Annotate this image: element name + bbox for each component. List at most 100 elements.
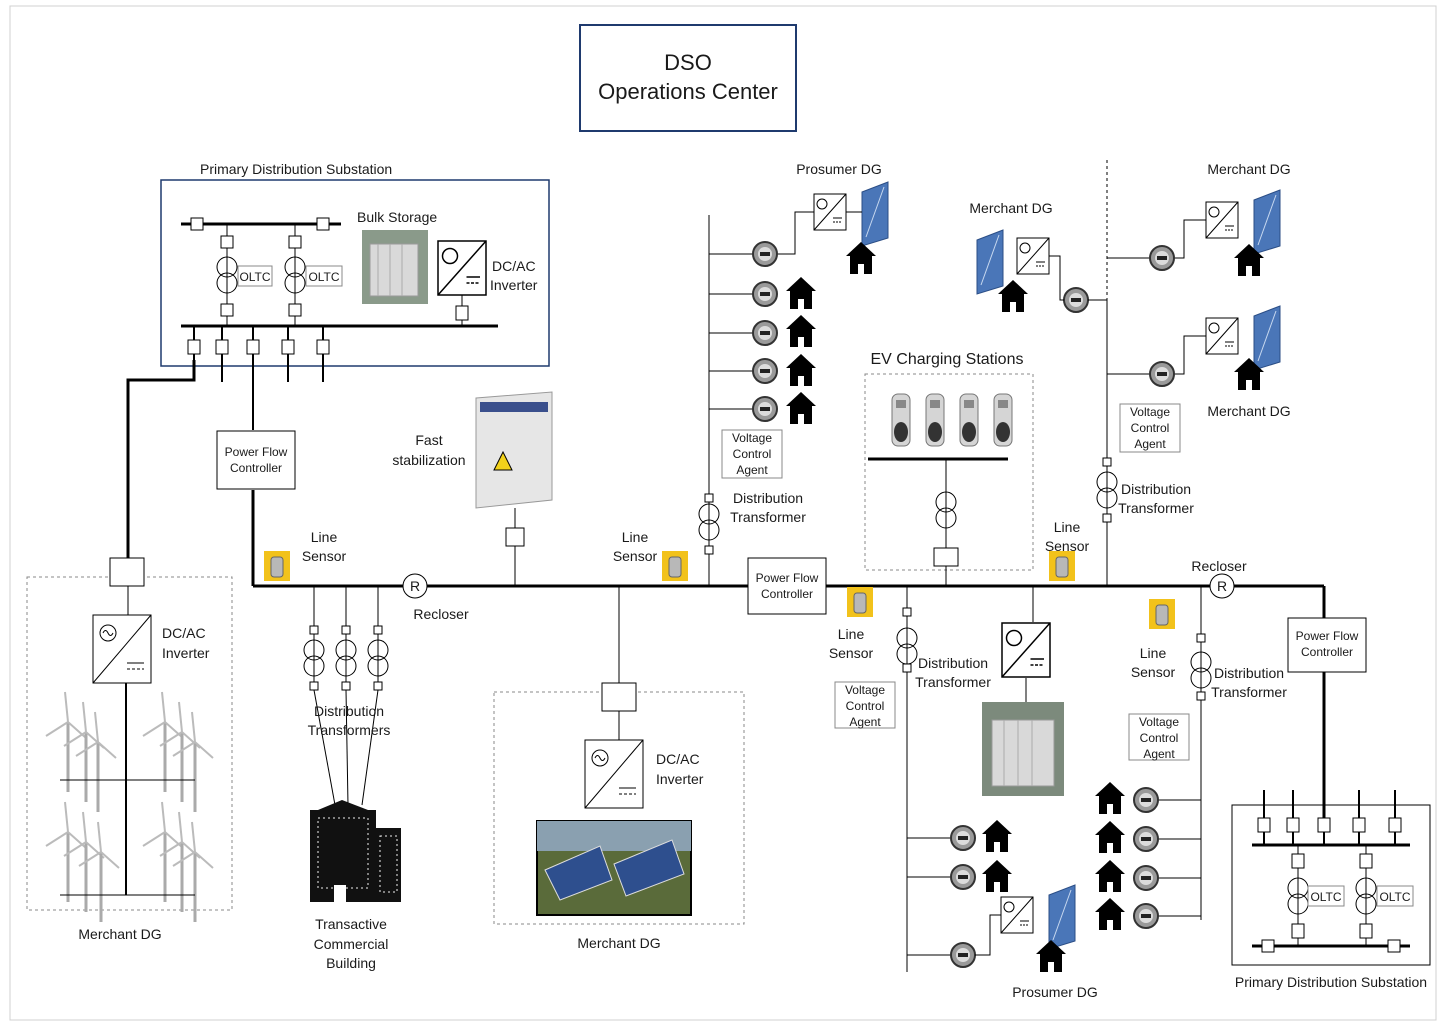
dcac-label: DC/AC [656,751,700,767]
dist-transformer-label: Distribution [1121,481,1191,497]
oltc-label: OLTC [239,270,270,284]
smart-meter-icon [950,942,976,968]
power-flow-controller-2: Power Flow Controller [747,557,827,615]
smart-meter-icon [950,864,976,890]
tcb-label: Commercial [314,936,389,952]
feeder-storage [982,586,1064,796]
house-icon [786,392,816,424]
line-sensor-label: Line [622,529,649,545]
smart-meter-icon [1149,245,1175,271]
inverter-icon [437,240,487,296]
bulk-storage-image [362,230,428,304]
ev-charger-icon [925,393,945,447]
line-sensor-icon [1048,550,1076,582]
wind-turbine-icon [171,710,215,814]
merchant-dg-label: Merchant DG [969,200,1052,216]
wind-turbine-icon [141,690,185,794]
dist-transformer-label: Distribution [733,490,803,506]
pfc-label: Controller [230,461,282,475]
vca-label: Voltage [845,683,885,697]
wind-turbine-icon [44,800,88,904]
recloser-symbol: R [1217,578,1227,594]
dso-operations-center: DSO Operations Center [579,24,797,132]
smart-meter-icon [752,320,778,346]
inverter-label: Inverter [490,277,538,293]
smart-meter-icon [752,241,778,267]
dist-transformer-label: Distribution [1214,665,1284,681]
smart-meter-icon [752,396,778,422]
smart-meter-icon [1133,826,1159,852]
inverter-icon [813,193,847,231]
house-icon [1095,821,1125,853]
power-flow-controller-1: Power Flow Controller [216,430,296,490]
feeder-to-wind [126,360,196,558]
inverter-icon [584,739,644,809]
ev-charger-icon [993,393,1013,447]
vca-label: Control [1140,731,1179,745]
primary-substation-top: Primary Distribution Substation OLTC OLT… [160,161,550,382]
vca-label: Agent [1143,747,1175,761]
dist-transformer-label: Transformer [1211,684,1287,700]
ev-charging-stations: EV Charging Stations [864,351,1034,586]
merchant-dg-label: Merchant DG [1207,403,1290,419]
dcac-label: DC/AC [162,625,206,641]
oltc-label: OLTC [308,270,339,284]
smart-meter-icon [752,358,778,384]
solar-merchant-dg: DC/AC Inverter Merchant DG [493,586,745,951]
house-icon [1095,782,1125,814]
ev-charger-icon [891,393,911,447]
vca-label: Voltage [1130,405,1170,419]
inverter-icon [92,614,152,684]
primary-substation-bottom: OLTC OLTC Primary Distribution Substatio… [1231,790,1431,990]
house-icon [786,277,816,309]
vca-label: Control [733,447,772,461]
wind-turbine-icon [141,800,185,904]
wind-turbine-icon [74,710,118,814]
pfc-label: Controller [1301,645,1353,659]
lower-lateral-right: Distribution Transformer Voltage Control… [1095,586,1287,930]
primary-substation-label: Primary Distribution Substation [1235,974,1427,990]
vca-label: Voltage [732,431,772,445]
solar-panel-icon [1048,884,1076,950]
power-flow-controller-3: Power Flow Controller [1287,617,1367,673]
dist-transformers-label: Distribution [314,703,384,719]
smart-meter-icon [1063,287,1089,313]
smart-meter-icon [1149,361,1175,387]
prosumer-dg-lateral: Prosumer DG Voltage Control Agent Distri… [698,161,889,586]
ev-label: EV Charging Stations [871,351,1024,368]
building-distribution-transformers: Distribution Transformers [303,586,390,806]
line-sensor-icon [1148,598,1176,630]
dist-transformer-label: Transformer [915,674,991,690]
pfc-label: Power Flow [1296,629,1359,643]
vca-label: Voltage [1139,715,1179,729]
solar-panel-icon [1253,189,1281,255]
fast-stabilization-unit: Fast stabilization [392,391,553,586]
oltc-label: OLTC [1379,890,1410,904]
line-sensor-label: Sensor [829,645,874,661]
fast-stab-label: stabilization [392,452,465,468]
line-sensor-label: Line [838,626,865,642]
recloser-symbol: R [410,578,420,594]
commercial-building-icon [310,800,401,902]
fast-stab-label: Fast [415,432,442,448]
house-icon [786,315,816,347]
line-sensor-label: Sensor [613,548,658,564]
inverter-icon [1205,201,1239,239]
smart-meter-icon [1133,903,1159,929]
inverter-label: Inverter [162,645,210,661]
inverter-icon [1001,622,1051,678]
vca-label: Control [1131,421,1170,435]
lower-lateral-left: Distribution Transformer Voltage Control… [834,586,1098,1000]
line-sensor-label: Line [311,529,338,545]
house-icon [1095,860,1125,892]
inverter-icon [1000,896,1034,934]
line-sensor-label: Sensor [1131,664,1176,680]
smart-meter-icon [1133,787,1159,813]
merchant-dg-top-middle: Merchant DG [969,200,1107,313]
dist-transformer-label: Distribution [918,655,988,671]
vca-label: Control [846,699,885,713]
pfc-label: Power Flow [225,445,288,459]
smart-meter-icon [752,281,778,307]
line-sensor-icon [846,586,874,618]
dist-transformer-label: Transformer [1118,500,1194,516]
